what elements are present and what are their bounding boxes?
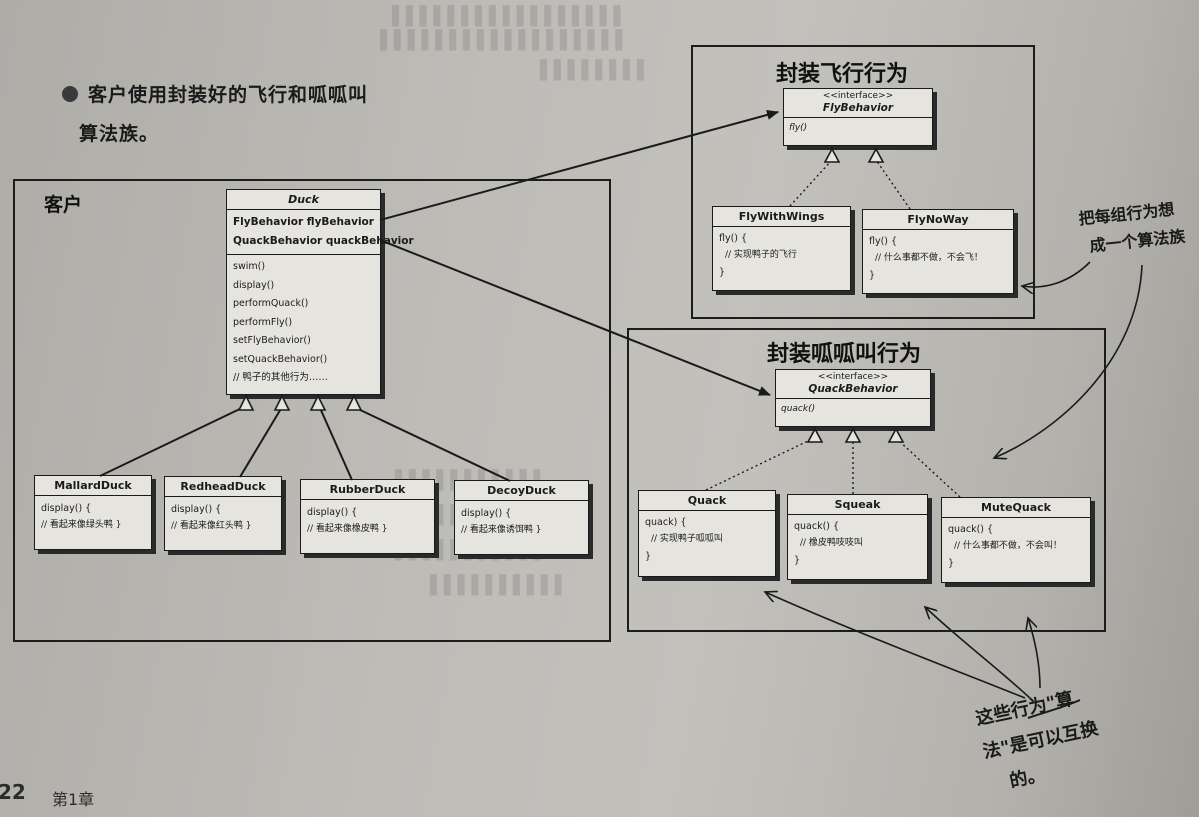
method-comment: // 实现鸭子的飞行 [725, 250, 797, 260]
class-name: Squeak [788, 495, 927, 515]
class-body: display() { // 看起来像红头鸭 } [165, 497, 281, 538]
method-comment: // 什么事都不做，不会飞！ [875, 253, 983, 263]
fly-behavior-frame-title: 封装飞行行为 [776, 62, 909, 87]
decoy-duck-class[interactable]: DecoyDuck display() { // 看起来像诱饵鸭 } [454, 480, 589, 555]
has-a-quack-arrow [379, 239, 771, 396]
class-name: RedheadDuck [165, 477, 281, 497]
intro-note-line-1: 客户使用封装好的飞行和呱呱叫 [88, 84, 369, 106]
interface-method: fly() [789, 123, 808, 133]
class-body: display() { // 看起来像橡皮鸭 } [301, 500, 434, 541]
interface-method: quack() [781, 404, 816, 414]
duck-field-fly: FlyBehavior flyBehavior [233, 216, 374, 228]
method-line: quack() { [794, 521, 840, 532]
class-body: fly() { // 实现鸭子的飞行 } [713, 227, 850, 284]
duck-method: performQuack() [233, 298, 309, 309]
class-name: RubberDuck [301, 480, 434, 500]
method-line: display() { [461, 508, 512, 519]
interface-name: FlyBehavior [822, 102, 894, 114]
method-comment: // 看起来像绿头鸭 } [41, 520, 122, 530]
class-body: quack() { // 橡皮鸭吱吱叫 } [788, 515, 927, 572]
client-frame-title: 客户 [44, 194, 83, 216]
realization-lines [705, 159, 961, 498]
class-name: FlyNoWay [863, 210, 1013, 230]
realization-triangles [806, 147, 905, 443]
bleed-through-text: ▌▌▌▌▌▌▌▌▌▌ [430, 575, 569, 596]
class-name: Quack [639, 491, 775, 511]
chapter-label: 第1章 [52, 790, 95, 809]
intro-note: 客户使用封装好的飞行和呱呱叫 算法族。 [62, 80, 368, 146]
client-frame [13, 179, 611, 642]
method-line: quack() { [948, 524, 994, 535]
interface-stereotype: <<interface>> [822, 91, 894, 101]
inheritance-triangles [237, 394, 363, 411]
rubber-duck-class[interactable]: RubberDuck display() { // 看起来像橡皮鸭 } [300, 479, 435, 554]
duck-field-quack: QuackBehavior quackBehavior [233, 235, 414, 247]
method-line: fly() { [869, 236, 898, 247]
duck-class[interactable]: Duck FlyBehavior flyBehavior QuackBehavi… [226, 189, 414, 395]
mute-quack-class[interactable]: MuteQuack quack() { // 什么事都不做，不会叫！ } [941, 497, 1091, 583]
method-comment: // 橡皮鸭吱吱叫 [800, 538, 863, 548]
method-close: } [948, 558, 955, 569]
inheritance-lines [99, 405, 511, 482]
duck-method: display() [233, 279, 275, 291]
interface-header: <<interface>> QuackBehavior [776, 370, 930, 399]
bleed-through-text: ▌▌▌▌▌▌▌▌ [540, 60, 651, 81]
duck-method: performFly() [233, 316, 293, 328]
method-close: } [869, 270, 876, 281]
quack-behavior-interface[interactable]: <<interface>> QuackBehavior quack() [775, 369, 931, 427]
interface-stereotype: <<interface>> [817, 372, 889, 382]
method-comment: // 看起来像橡皮鸭 } [307, 524, 388, 534]
class-name: MallardDuck [35, 476, 151, 496]
method-line: display() { [41, 503, 92, 514]
duck-fields: FlyBehavior flyBehavior QuackBehavior qu… [227, 210, 414, 255]
method-line: quack) { [645, 517, 687, 528]
mallard-duck-class[interactable]: MallardDuck display() { // 看起来像绿头鸭 } [34, 475, 152, 550]
interface-header: <<interface>> FlyBehavior [784, 89, 932, 118]
class-body: display() { // 看起来像绿头鸭 } [35, 496, 151, 537]
intro-note-line-2: 算法族。 [79, 123, 160, 145]
class-name: DecoyDuck [455, 481, 588, 501]
squeak-class[interactable]: Squeak quack() { // 橡皮鸭吱吱叫 } [787, 494, 928, 580]
method-comment: // 看起来像诱饵鸭 } [461, 525, 542, 535]
fly-behavior-frame [691, 45, 1035, 319]
class-name: MuteQuack [942, 498, 1090, 518]
duck-method: setFlyBehavior() [233, 335, 311, 346]
bleed-through-text: ▌▌▌▌▌▌▌▌▌▌▌▌▌▌▌▌▌ [392, 6, 628, 27]
class-body: quack) { // 实现鸭子呱呱叫 } [639, 511, 775, 568]
duck-method: setQuackBehavior() [233, 353, 328, 365]
duck-method: swim() [233, 261, 266, 272]
method-close: } [719, 267, 726, 278]
method-comment: // 看起来像红头鸭 } [171, 521, 252, 531]
class-body: quack() { // 什么事都不做，不会叫！ } [942, 518, 1090, 575]
quack-behavior-frame-title: 封装呱呱叫行为 [767, 342, 922, 367]
class-name: FlyWithWings [713, 207, 850, 227]
fly-with-wings-class[interactable]: FlyWithWings fly() { // 实现鸭子的飞行 } [712, 206, 851, 291]
duck-class-name: Duck [227, 190, 380, 210]
class-body: fly() { // 什么事都不做，不会飞！ } [863, 230, 1013, 287]
annotation-arrows [765, 261, 1143, 701]
class-body: display() { // 看起来像诱饵鸭 } [455, 501, 588, 542]
method-comment: // 实现鸭子呱呱叫 [651, 534, 723, 544]
method-close: } [645, 551, 652, 562]
bullet-icon [62, 85, 78, 102]
method-line: fly() { [719, 233, 748, 244]
bleed-through-text: ▌▌▌▌▌▌▌▌▌▌▌▌▌▌▌▌▌▌ [380, 30, 630, 51]
method-line: display() { [171, 504, 222, 515]
duck-methods: swim() display() performQuack() performF… [227, 255, 380, 391]
duck-method-comment: // 鸭子的其他行为…… [233, 372, 328, 383]
redhead-duck-class[interactable]: RedheadDuck display() { // 看起来像红头鸭 } [164, 476, 282, 551]
interface-name: QuackBehavior [808, 383, 898, 395]
method-line: display() { [307, 507, 358, 518]
fly-behavior-interface[interactable]: <<interface>> FlyBehavior fly() [783, 88, 933, 146]
quack-behavior-frame [627, 328, 1106, 632]
method-comment: // 什么事都不做，不会叫！ [954, 541, 1062, 551]
method-close: } [794, 555, 801, 566]
quack-class[interactable]: Quack quack) { // 实现鸭子呱呱叫 } [638, 490, 776, 577]
has-a-fly-arrow [379, 110, 779, 221]
fly-no-way-class[interactable]: FlyNoWay fly() { // 什么事都不做，不会飞！ } [862, 209, 1014, 294]
page-number: 22 [0, 780, 26, 804]
